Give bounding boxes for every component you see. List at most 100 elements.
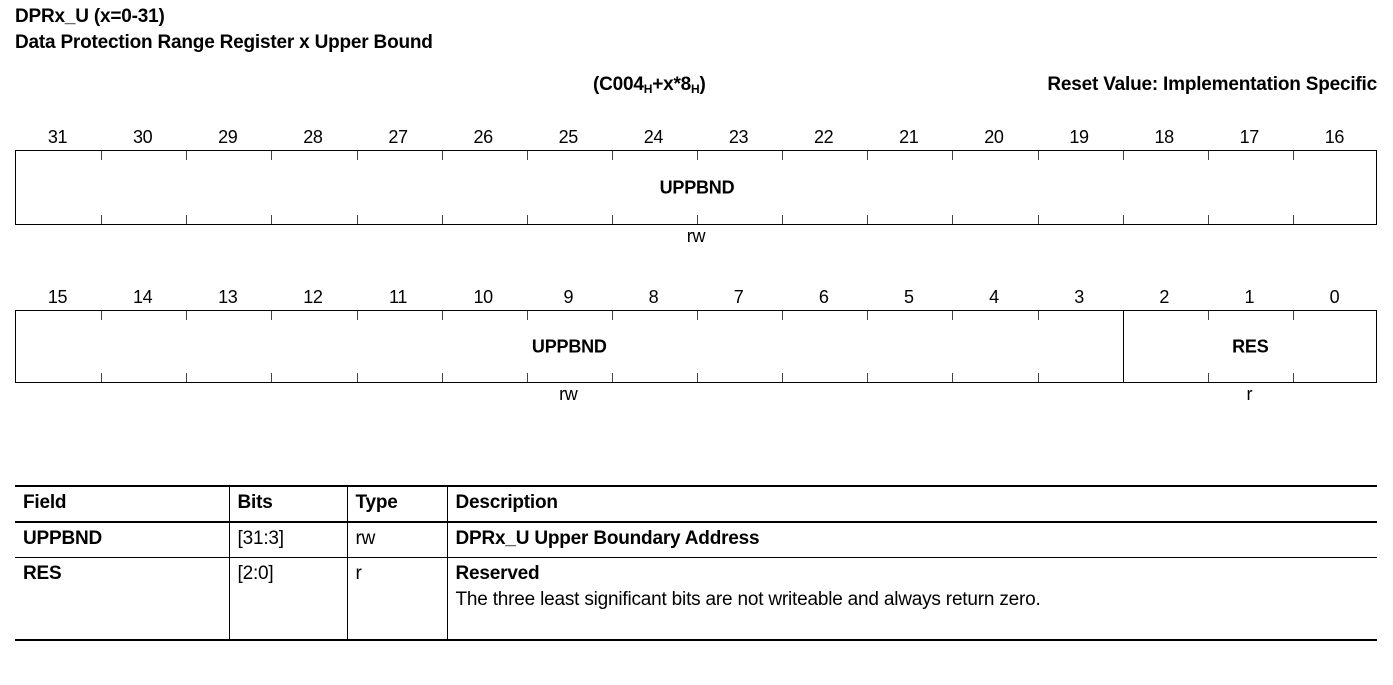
bit-field-box: UPPBND <box>15 150 1377 225</box>
bit-tick <box>356 151 358 160</box>
bit-tick <box>526 151 528 160</box>
bit-tick <box>101 373 103 382</box>
cell-description: DPRx_U Upper Boundary Address <box>446 522 1377 558</box>
bit-tick <box>101 311 103 320</box>
bit-tick <box>782 311 784 320</box>
cell-bits: [31:3] <box>228 522 348 558</box>
bit-tick <box>697 373 698 382</box>
bit-tick <box>271 311 273 320</box>
bit-number-16: 16 <box>1324 127 1345 147</box>
field-access-uppbnd: rw <box>559 384 578 404</box>
bit-number-5: 5 <box>903 287 914 307</box>
header-type: Type <box>346 486 448 522</box>
bit-tick <box>867 373 869 382</box>
bit-tick <box>697 311 698 320</box>
bit-number-22: 22 <box>813 127 834 147</box>
bit-tick <box>952 373 954 382</box>
bit-number-12: 12 <box>303 287 323 307</box>
header-field: Field <box>15 486 230 522</box>
bit-tick <box>186 215 188 224</box>
bit-tick <box>101 215 103 224</box>
bit-tick <box>697 151 698 160</box>
bit-tick <box>867 311 869 320</box>
field-description-table: Field Bits Type Description UPPBND [31:3… <box>15 485 1377 641</box>
bit-tick <box>1122 151 1124 160</box>
table-header-row: Field Bits Type Description <box>15 486 1377 522</box>
bit-number-30: 30 <box>132 127 153 147</box>
register-header: DPRx_U (x=0-31) Data Protection Range Re… <box>15 4 1377 56</box>
description-title: Reserved <box>455 563 540 584</box>
bit-number-29: 29 <box>218 127 238 147</box>
bit-tick <box>1037 151 1039 160</box>
bit-tick <box>526 373 528 382</box>
register-title: Data Protection Range Register x Upper B… <box>15 32 433 53</box>
bit-tick <box>1292 373 1294 382</box>
bit-tick <box>271 151 273 160</box>
register-address: (C004H+x*8H) <box>593 74 706 96</box>
address-reset-row: (C004H+x*8H) Reset Value: Implementation… <box>15 74 1377 100</box>
bit-number-27: 27 <box>388 127 408 147</box>
description-body: The three least significant bits are not… <box>455 589 1041 610</box>
bit-tick <box>356 215 358 224</box>
bit-number-6: 6 <box>818 287 829 307</box>
bit-tick <box>441 311 443 320</box>
bit-number-23: 23 <box>728 127 749 147</box>
bit-tick <box>952 311 954 320</box>
bit-tick <box>697 215 698 224</box>
bit-number-1: 1 <box>1244 287 1255 307</box>
bit-tick <box>441 373 443 382</box>
bit-number-8: 8 <box>648 287 659 307</box>
bit-tick <box>1207 373 1209 382</box>
header-description: Description <box>446 486 1377 522</box>
bit-number-21: 21 <box>899 127 919 147</box>
bit-tick <box>441 215 443 224</box>
bit-tick <box>611 151 613 160</box>
bit-number-31: 31 <box>47 127 68 147</box>
reset-value: Reset Value: Implementation Specific <box>1047 74 1377 95</box>
bit-tick <box>867 215 869 224</box>
table-row: UPPBND [31:3] rw DPRx_U Upper Boundary A… <box>15 522 1377 558</box>
bit-tick <box>186 373 188 382</box>
bit-number-3: 3 <box>1074 287 1084 307</box>
bit-tick <box>271 373 273 382</box>
bit-number-2: 2 <box>1159 287 1170 307</box>
cell-bits: [2:0] <box>228 557 348 640</box>
bit-tick <box>1037 311 1039 320</box>
bit-number-9: 9 <box>563 287 574 307</box>
bit-tick <box>1292 215 1294 224</box>
bit-number-13: 13 <box>218 287 238 307</box>
bit-tick <box>1122 215 1124 224</box>
bit-tick <box>611 311 613 320</box>
bit-tick <box>782 215 784 224</box>
bit-tick <box>186 151 188 160</box>
bit-number-28: 28 <box>303 127 323 147</box>
bit-tick <box>1292 311 1294 320</box>
bit-number-4: 4 <box>989 287 999 307</box>
bit-number-25: 25 <box>558 127 579 147</box>
bit-tick <box>782 151 784 160</box>
bit-tick <box>1037 215 1039 224</box>
bit-tick <box>1207 151 1209 160</box>
cell-type: rw <box>346 522 448 558</box>
access-strip: rw r <box>15 383 1377 407</box>
field-divider <box>1122 311 1125 382</box>
table-row: RES [2:0] r Reserved The three least sig… <box>15 557 1377 640</box>
bit-tick <box>1207 311 1209 320</box>
bit-tick <box>611 373 613 382</box>
field-label-uppbnd: UPPBND <box>531 336 607 356</box>
bit-number-7: 7 <box>733 287 744 307</box>
header-bits: Bits <box>228 486 348 522</box>
bit-tick <box>526 311 528 320</box>
register-name: DPRx_U (x=0-31) <box>15 6 165 27</box>
bit-tick <box>1207 215 1209 224</box>
field-access-res: r <box>1246 384 1253 404</box>
table-body: UPPBND [31:3] rw DPRx_U Upper Boundary A… <box>15 522 1377 640</box>
bit-number-20: 20 <box>984 127 1004 147</box>
bit-tick <box>952 215 954 224</box>
bit-number-0: 0 <box>1329 287 1340 307</box>
bit-tick <box>356 311 358 320</box>
field-label-res: RES <box>1232 336 1269 356</box>
